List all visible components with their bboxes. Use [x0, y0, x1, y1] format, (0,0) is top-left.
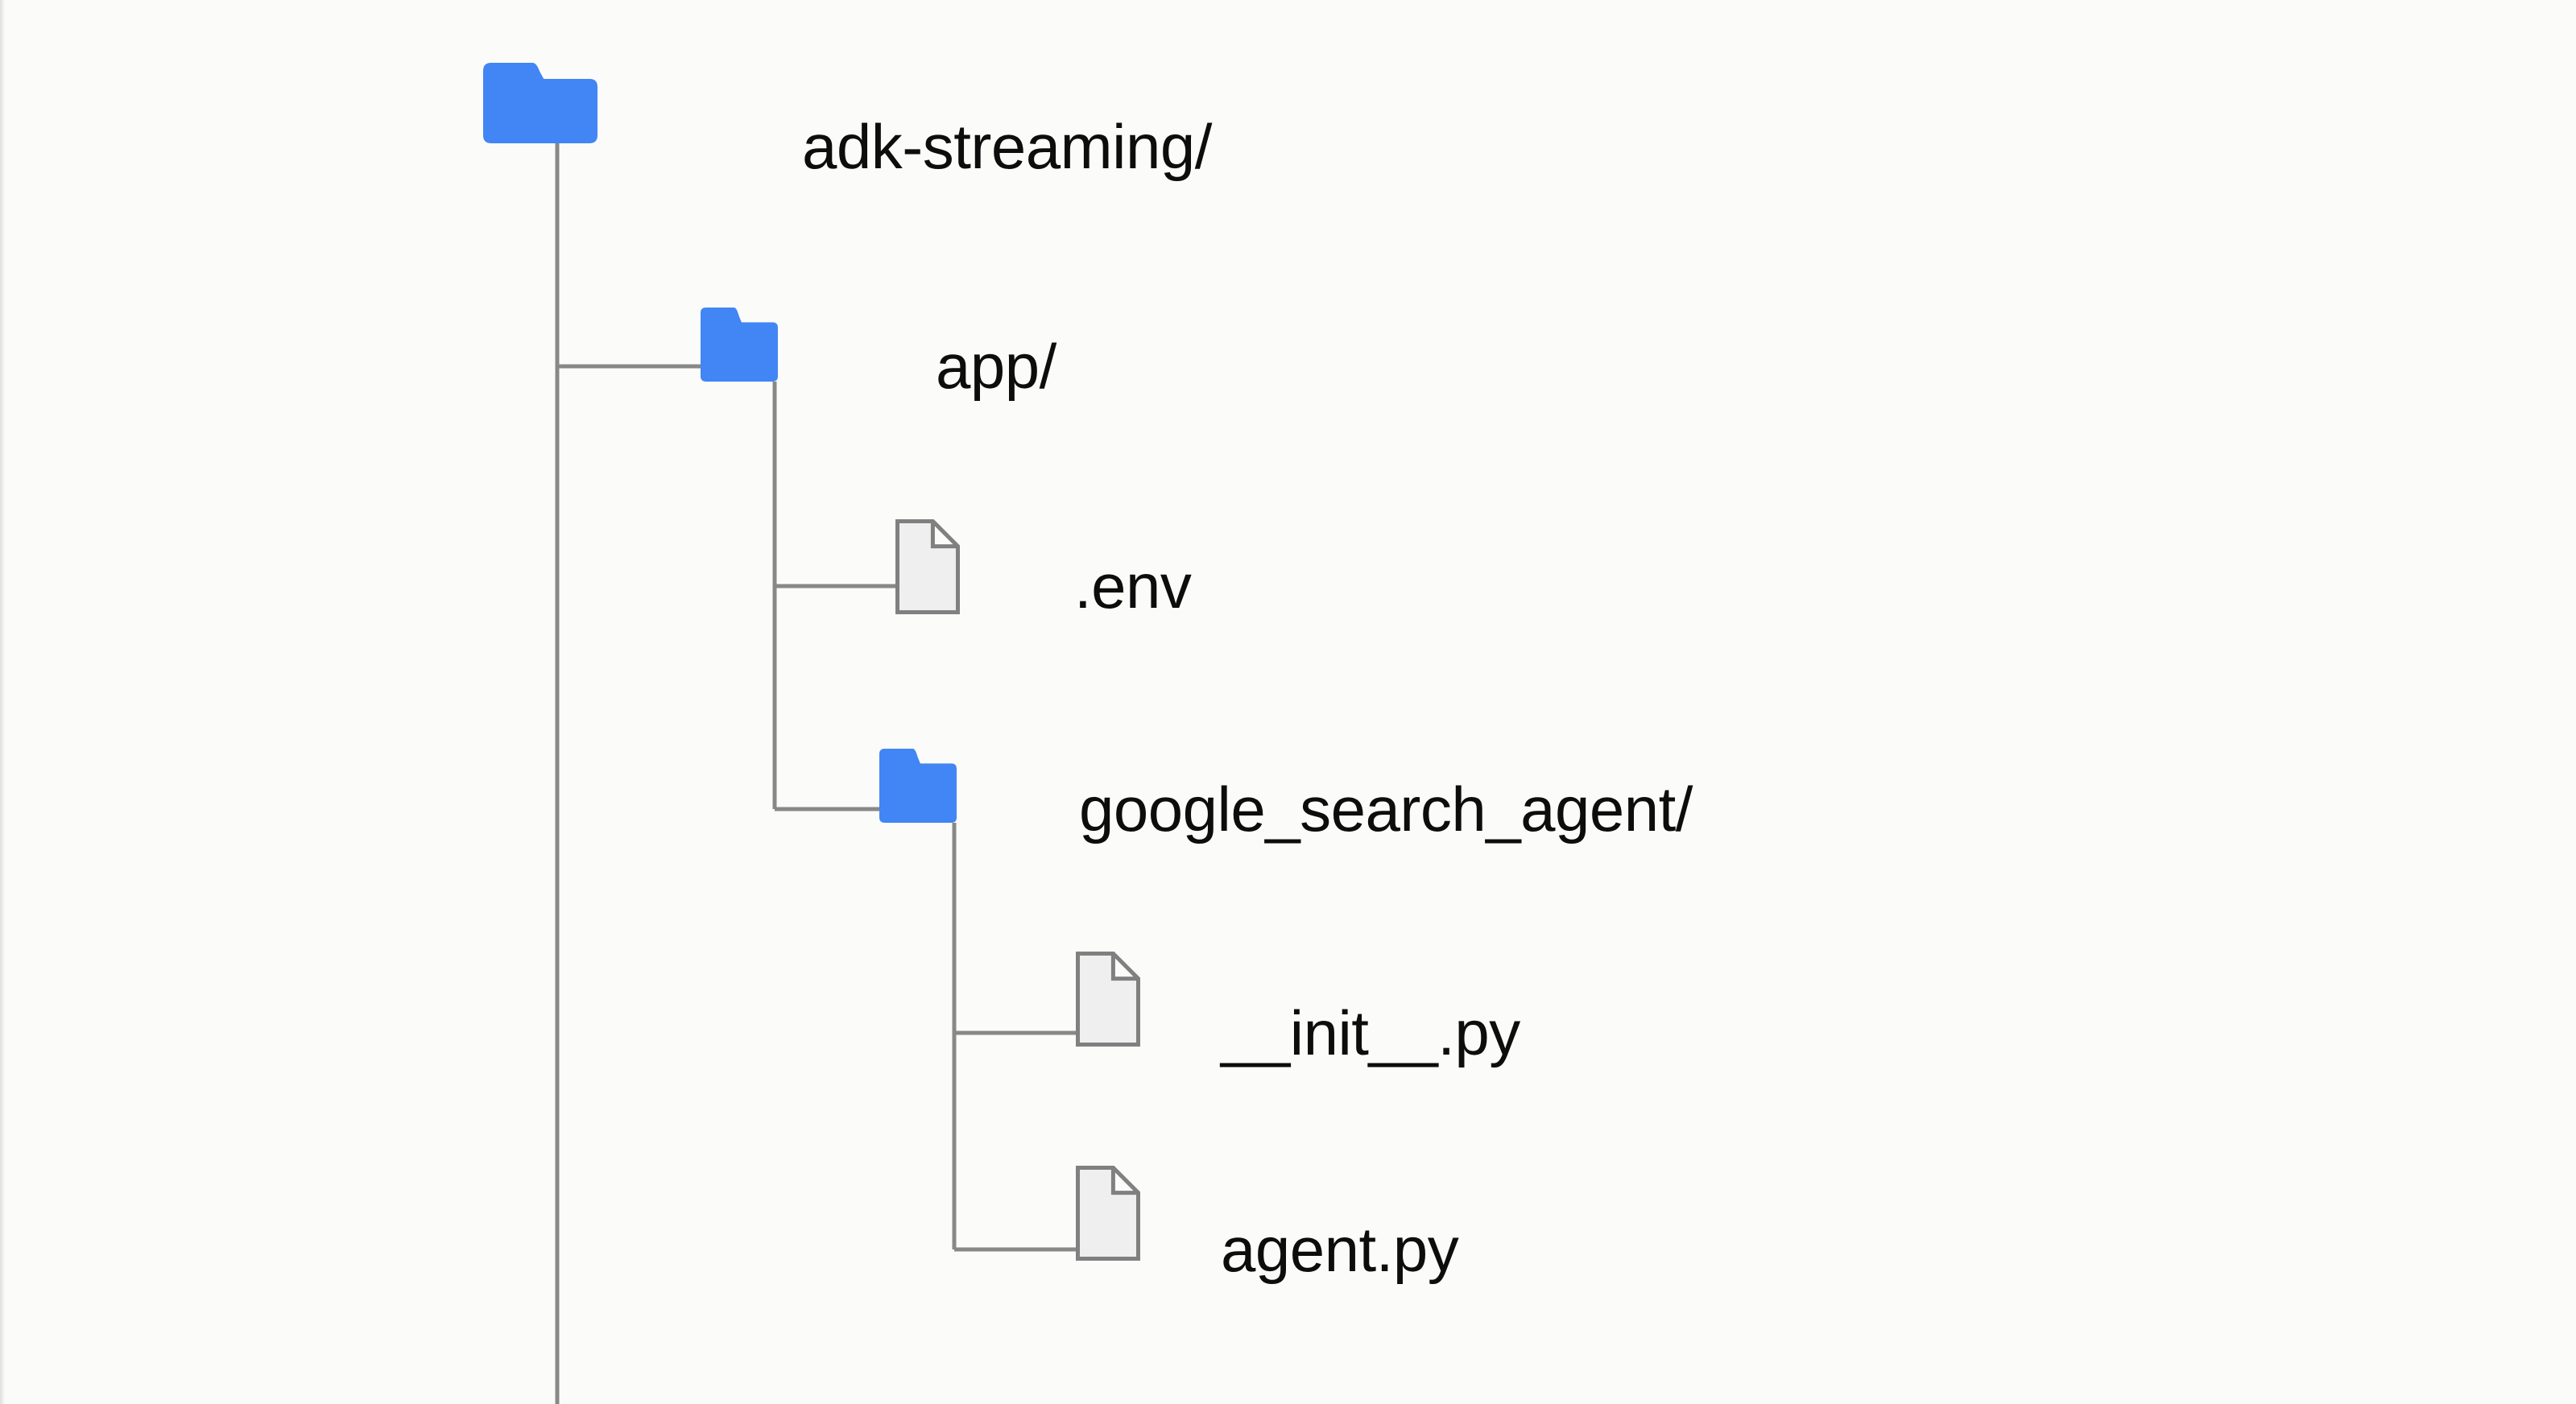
node-label-adk-streaming: adk-streaming/ [802, 111, 1212, 182]
node-label-google-search-agent: google_search_agent/ [1079, 774, 1693, 844]
node-label-init-py: __init__.py [1221, 997, 1520, 1068]
node-label-app: app/ [936, 331, 1056, 402]
node-label-env: .env [1074, 551, 1192, 621]
node-label-agent-py: agent.py [1221, 1214, 1459, 1285]
